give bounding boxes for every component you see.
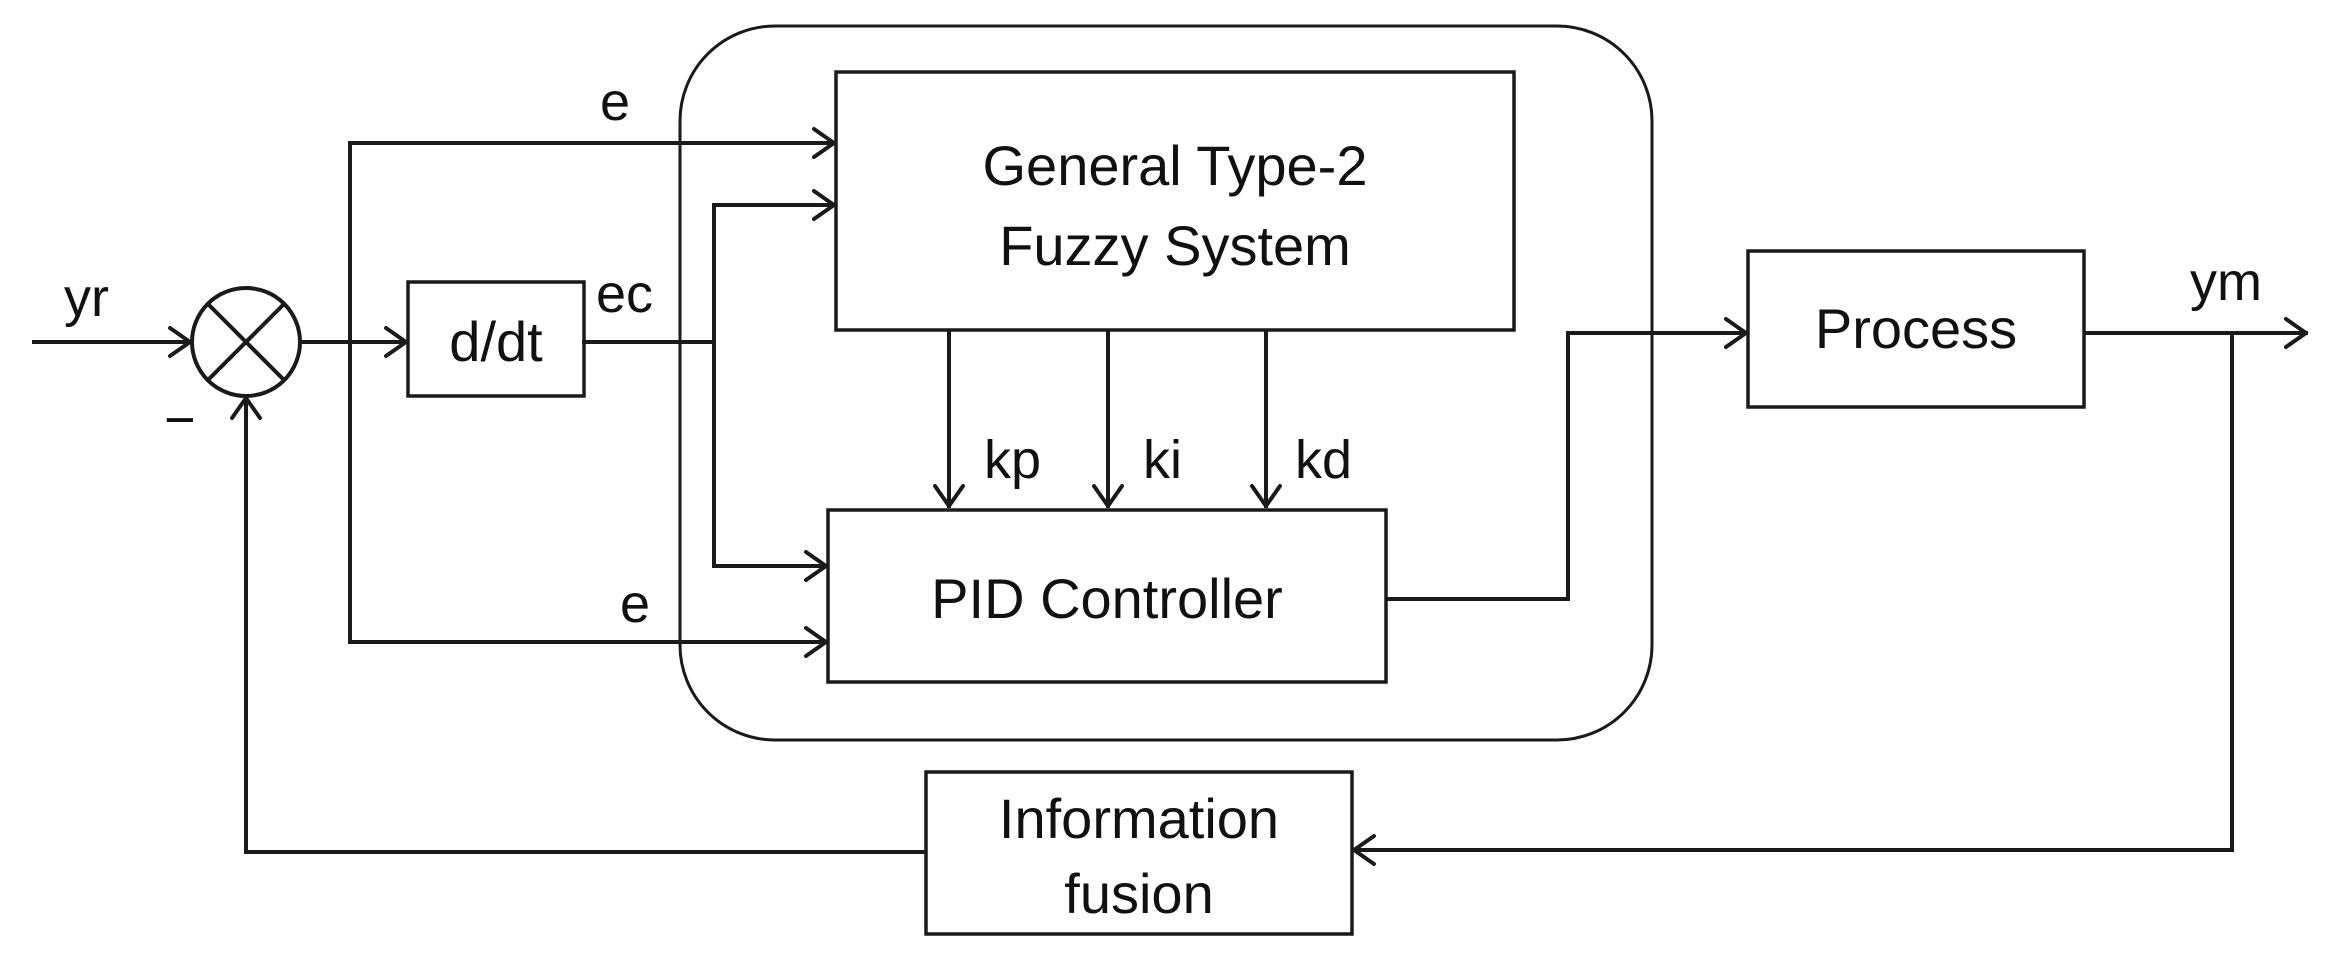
pid-controller-label: PID Controller — [931, 567, 1283, 630]
fusion-to-junction-arrow — [230, 396, 926, 854]
fuzzy-system-label-line1: General Type-2 — [983, 134, 1368, 197]
pid-controller-block: PID Controller — [826, 508, 1388, 684]
input-arrow — [32, 326, 192, 358]
derivative-block: d/dt — [406, 280, 586, 398]
kd-label: kd — [1295, 430, 1352, 490]
error-label-bottom: e — [620, 574, 650, 634]
controller-group-boundary — [678, 24, 1654, 742]
information-fusion-label-line1: Information — [999, 787, 1279, 850]
reference-label: yr — [64, 268, 109, 328]
information-fusion-block: Information fusion — [924, 770, 1354, 936]
process-label: Process — [1815, 297, 2017, 360]
error-label-top: e — [600, 72, 630, 132]
kp-arrow — [933, 330, 965, 508]
process-block: Process — [1746, 249, 2086, 409]
error-to-pid-arrow — [348, 340, 828, 658]
error-change-label: ec — [596, 264, 653, 324]
minus-sign: − — [164, 390, 196, 450]
output-label: ym — [2190, 252, 2262, 312]
fuzzy-system-block: General Type-2 Fuzzy System — [834, 70, 1516, 332]
pid-to-process-arrow — [1386, 317, 1748, 601]
kd-arrow — [1250, 330, 1282, 508]
ki-label: ki — [1143, 430, 1182, 490]
summing-junction — [190, 286, 302, 398]
error-to-derivative-arrow — [298, 326, 408, 358]
output-to-fusion-arrow — [1352, 331, 2234, 866]
ki-arrow — [1092, 330, 1124, 508]
fuzzy-system-label-line2: Fuzzy System — [999, 214, 1351, 277]
output-arrow — [2084, 317, 2308, 349]
error-to-fuzzy-arrow — [348, 127, 836, 344]
kp-label: kp — [984, 430, 1041, 490]
error-change-wire — [582, 189, 836, 582]
information-fusion-label-line2: fusion — [1064, 862, 1213, 925]
derivative-label: d/dt — [449, 310, 543, 373]
